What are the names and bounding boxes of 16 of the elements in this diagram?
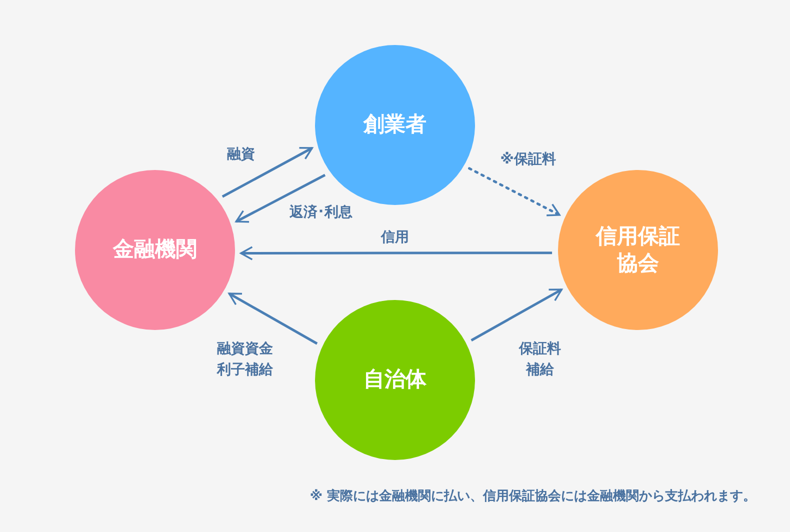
edge-label: 融資資金利子補給 [216,340,274,380]
edge-label: ※保証料 [499,150,557,170]
arrow [240,246,552,260]
arrow [222,146,313,198]
footnote: ※ 実際には金融機関に払い、信用保証協会には金融機関から支払われます。 [310,488,756,505]
arrow [468,167,561,216]
node-label: 自治体 [362,366,428,394]
node-label: 金融機関 [112,236,198,264]
edge-label: 融資 [226,146,256,164]
edge-label: 保証料補給 [518,340,562,380]
node-label: 信用保証協会 [594,222,681,277]
edge-label: 返済･利息 [288,204,354,222]
arrow [235,174,326,223]
edge-label: 信用 [380,228,410,248]
node-label: 創業者 [362,111,428,138]
arrow [470,288,563,342]
